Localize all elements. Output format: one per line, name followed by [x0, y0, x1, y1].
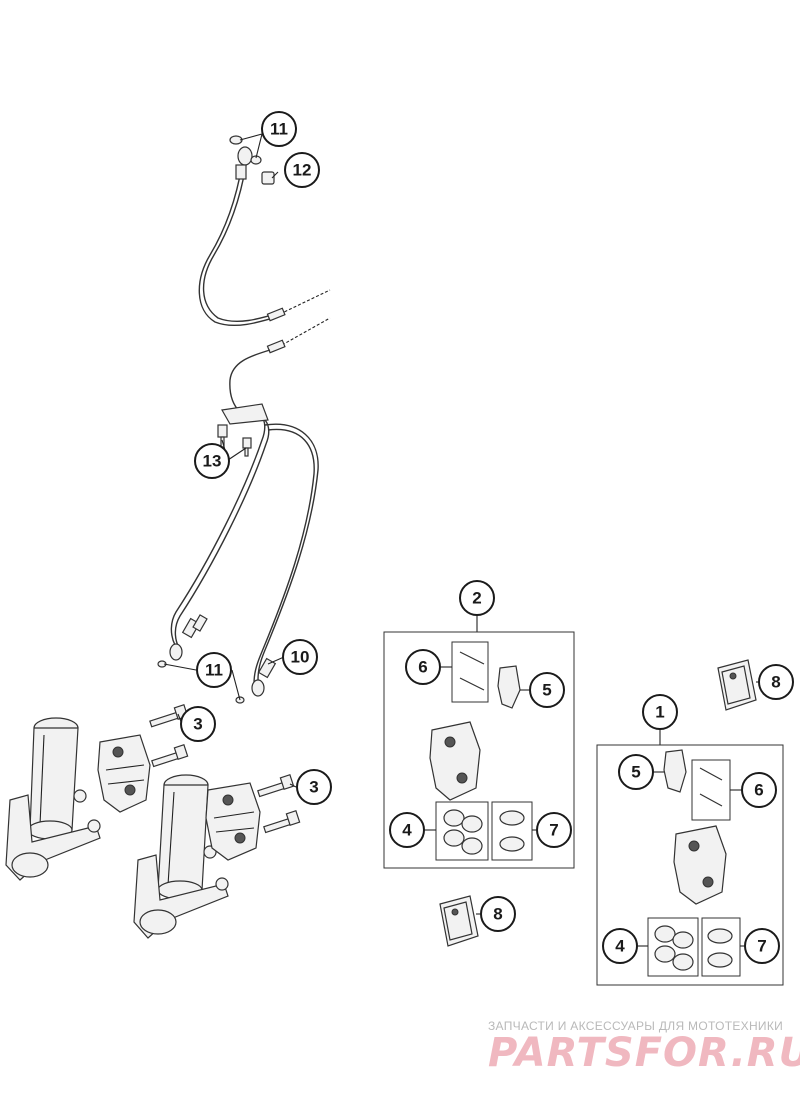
callout-7-box2: 7: [536, 812, 572, 848]
watermark-tagline: ЗАПЧАСТИ И АКСЕССУАРЫ ДЛЯ МОТОТЕХНИКИ: [488, 1019, 784, 1033]
callout-10: 10: [282, 639, 318, 675]
callout-leaders: [163, 133, 297, 788]
svg-text:11: 11: [205, 661, 223, 680]
caliper-left: [97, 734, 151, 813]
watermark-brand: PARTSFOR.RU: [488, 1030, 800, 1076]
callout-1: 1: [642, 694, 678, 730]
svg-text:10: 10: [291, 648, 310, 667]
fork-leg-right: [133, 774, 229, 939]
banjo-fittings-lower: [157, 614, 277, 704]
callout-12: 12: [284, 152, 320, 188]
brake-hose-upper: [198, 164, 331, 327]
svg-text:3: 3: [193, 715, 202, 734]
brake-pads-bottom: [439, 895, 484, 947]
callout-5-box1: 5: [618, 754, 654, 790]
kit-box-2: [383, 614, 575, 869]
svg-text:8: 8: [493, 905, 502, 924]
svg-text:4: 4: [402, 821, 412, 840]
caliper-bolts: [149, 703, 301, 834]
fork-leg-left: [5, 717, 101, 881]
svg-text:6: 6: [418, 658, 427, 677]
callout-8-bottom: 8: [480, 896, 516, 932]
svg-text:8: 8: [771, 673, 780, 692]
svg-text:4: 4: [615, 937, 625, 956]
callout-7-box1: 7: [744, 928, 780, 964]
svg-text:7: 7: [757, 937, 766, 956]
banjo-bolt-top: [229, 135, 275, 185]
svg-text:2: 2: [472, 589, 481, 608]
svg-text:13: 13: [203, 452, 222, 471]
callout-13: 13: [194, 443, 230, 479]
svg-text:3: 3: [309, 778, 318, 797]
brake-pads-top: [717, 659, 764, 711]
caliper-right: [205, 782, 261, 861]
svg-text:12: 12: [293, 161, 312, 180]
callout-8-top: 8: [758, 664, 794, 700]
callout-2: 2: [459, 580, 495, 616]
callout-11-top: 11: [261, 111, 297, 147]
callout-11-bottom: 11: [196, 652, 232, 688]
kit-box-1: [596, 728, 784, 986]
brake-hose-lower: [170, 317, 331, 685]
svg-text:6: 6: [754, 781, 763, 800]
callout-6-box2: 6: [405, 649, 441, 685]
callout-4-box2: 4: [389, 812, 425, 848]
callout-5-box2: 5: [529, 672, 565, 708]
svg-text:1: 1: [655, 703, 664, 722]
callout-3-bottom: 3: [296, 769, 332, 805]
svg-text:7: 7: [549, 821, 558, 840]
callout-6-box1: 6: [741, 772, 777, 808]
svg-text:11: 11: [270, 120, 288, 139]
callout-4-box1: 4: [602, 928, 638, 964]
svg-text:5: 5: [542, 681, 551, 700]
callout-3-top: 3: [180, 706, 216, 742]
svg-text:5: 5: [631, 763, 640, 782]
